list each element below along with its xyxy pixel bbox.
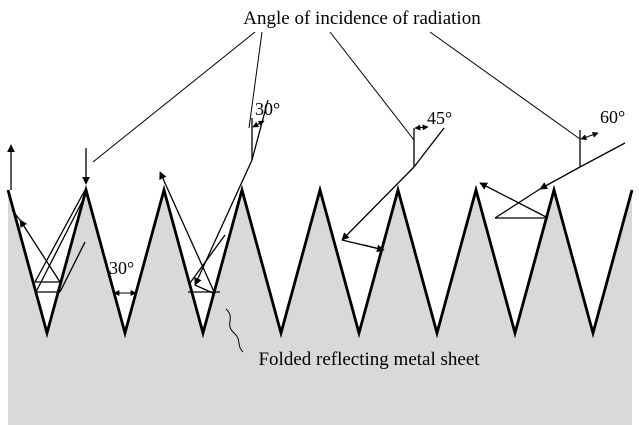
title-label: Angle of incidence of radiation: [243, 8, 481, 29]
angle-45-arc: [414, 124, 429, 131]
angle-45-label: 45°: [427, 108, 452, 128]
metal-sheet-body: [8, 190, 632, 425]
angle-60-arc: [580, 131, 599, 141]
angle-30-arc: [252, 120, 265, 128]
ray-group-normal: [7, 144, 90, 293]
sheet-label: Folded reflecting metal sheet: [258, 349, 480, 370]
folded-sheet-profile: [6, 184, 634, 339]
angle-30-label: 30°: [255, 99, 280, 119]
ray-group-60: [479, 130, 626, 219]
fold-angle-label: 30°: [109, 258, 134, 278]
ray-group-30: [159, 99, 269, 295]
ray-group-45: [341, 127, 445, 253]
angle-60-label: 60°: [600, 107, 625, 127]
title-leader-lines: [92, 31, 581, 163]
sheet-callout-line: [225, 308, 244, 353]
